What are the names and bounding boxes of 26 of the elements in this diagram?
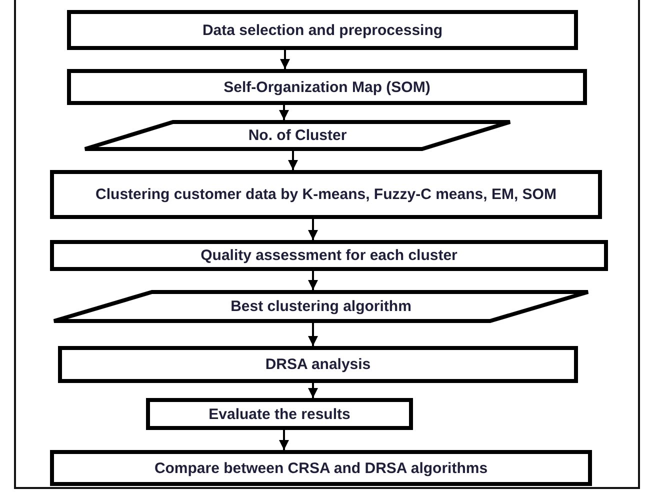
step-text: No. of Cluster <box>247 127 348 144</box>
arrow <box>308 383 318 398</box>
process-box <box>67 69 587 105</box>
step-text: Clustering customer data by K-means, Fuzzy-C means, EM, SOM <box>94 186 558 203</box>
step-text: DRSA analysis <box>264 356 372 373</box>
process-box <box>50 240 608 271</box>
step-text: Best clustering algorithm <box>230 298 412 315</box>
step-text: Self-Organization Map (SOM) <box>222 78 432 96</box>
data-parallelogram <box>52 290 590 323</box>
step-text: Data selection and preprocessing <box>201 22 444 38</box>
process-box <box>58 346 578 383</box>
step-text: Quality assessment for each cluster <box>200 247 458 264</box>
process-box <box>146 398 413 430</box>
arrow <box>308 323 318 346</box>
arrow <box>308 219 318 240</box>
data-parallelogram <box>83 120 512 151</box>
process-box <box>67 10 578 50</box>
arrow <box>279 430 289 450</box>
step-text: Evaluate the results <box>208 406 352 422</box>
process-box <box>50 450 592 486</box>
process-box <box>50 170 602 219</box>
arrow <box>308 271 318 290</box>
arrow <box>279 105 289 120</box>
arrow <box>280 50 290 69</box>
arrow <box>288 151 298 170</box>
step-text: Compare between CRSA and DRSA algorithms <box>153 460 489 476</box>
